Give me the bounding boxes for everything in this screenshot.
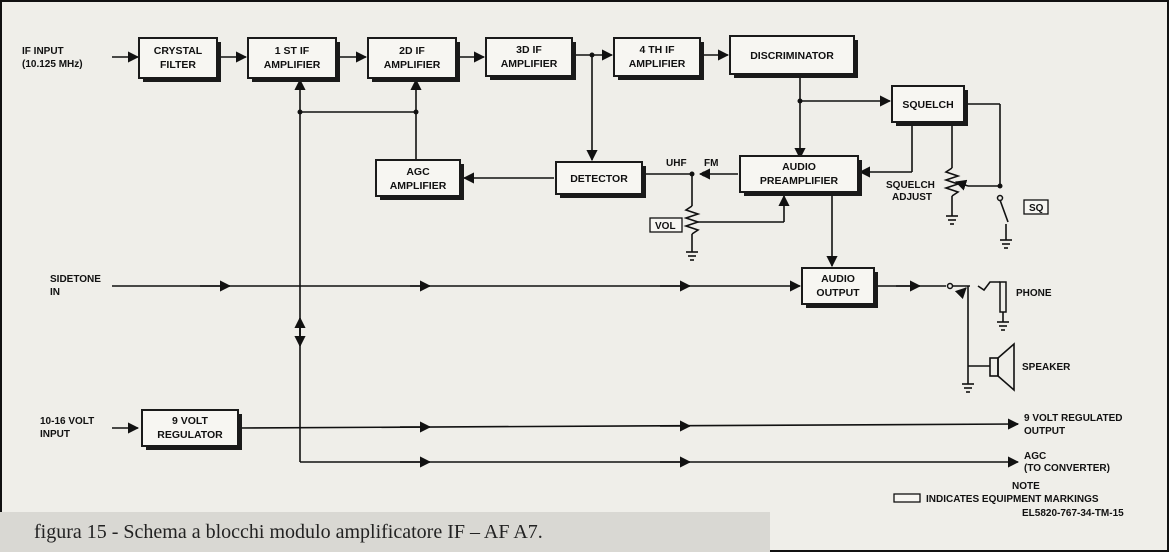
svg-text:AMPLIFIER: AMPLIFIER [501,58,558,70]
svg-text:1 ST IF: 1 ST IF [275,45,310,57]
svg-text:DISCRIMINATOR: DISCRIMINATOR [750,50,834,62]
svg-text:FILTER: FILTER [160,59,196,71]
sq-label: SQ [1029,203,1044,214]
svg-text:AMPLIFIER: AMPLIFIER [384,59,441,71]
svg-text:AMPLIFIER: AMPLIFIER [390,180,447,192]
svg-text:DETECTOR: DETECTOR [570,173,628,185]
crystal-filter-block: CRYSTAL FILTER [138,37,221,82]
svg-text:REGULATOR: REGULATOR [157,429,223,441]
agc-output-label: AGC [1024,451,1046,462]
volt-input-label: 10-16 VOLT [40,416,94,427]
marking-legend-box [893,493,921,503]
figure-caption-band: figura 15 - Schema a blocchi modulo ampl… [0,512,770,552]
svg-text:AMPLIFIER: AMPLIFIER [264,59,321,71]
svg-text:AUDIO: AUDIO [821,273,855,285]
svg-text:AMPLIFIER: AMPLIFIER [629,58,686,70]
if-amplifier-3-block: 3D IF AMPLIFIER [485,37,576,80]
svg-text:AGC: AGC [406,166,430,178]
sidetone-in-label: IN [50,287,60,298]
svg-text:SQUELCH: SQUELCH [902,99,953,111]
squelch-adjust-sub-label: ADJUST [892,192,932,203]
speaker-label: SPEAKER [1022,362,1071,373]
if-input-frequency: (10.125 MHz) [22,59,83,70]
if-input-label: IF INPUT [22,46,64,57]
audio-preamplifier-block: AUDIO PREAMPLIFIER [739,155,862,196]
fm-label: FM [704,158,718,169]
if-amplifier-2-block: 2D IF AMPLIFIER [367,37,460,82]
regulated-output-sub-label: OUTPUT [1024,426,1065,437]
detector-block: DETECTOR [555,161,646,198]
if-amplifier-4-block: 4 TH IF AMPLIFIER [613,37,704,80]
note-label: NOTE [1012,481,1040,492]
svg-text:OUTPUT: OUTPUT [816,287,860,299]
audio-output-block: AUDIO OUTPUT [801,267,878,308]
drawing-id: EL5820-767-34-TM-15 [1022,508,1124,519]
svg-text:4 TH IF: 4 TH IF [639,44,675,56]
regulator-block: 9 VOLT REGULATOR [141,409,242,450]
agc-amplifier-block: AGC AMPLIFIER [375,159,464,200]
agc-converter-label: (TO CONVERTER) [1024,463,1110,474]
svg-text:CRYSTAL: CRYSTAL [154,45,203,57]
volt-input-sub-label: INPUT [40,429,70,440]
squelch-adjust-label: SQUELCH [886,180,935,191]
svg-text:2D IF: 2D IF [399,45,425,57]
phone-label: PHONE [1016,288,1052,299]
if-amplifier-1-block: 1 ST IF AMPLIFIER [247,37,340,82]
regulated-output-label: 9 VOLT REGULATED [1024,413,1123,424]
vol-label: VOL [655,221,676,232]
sidetone-label: SIDETONE [50,274,101,285]
vol-marking-box [649,217,683,233]
svg-text:PREAMPLIFIER: PREAMPLIFIER [760,175,839,187]
svg-text:9 VOLT: 9 VOLT [172,415,209,427]
svg-text:3D IF: 3D IF [516,44,542,56]
sq-marking-box [1023,199,1049,215]
uhf-label: UHF [666,158,687,169]
signal-wires [112,49,1020,468]
note-text: INDICATES EQUIPMENT MARKINGS [926,494,1099,505]
svg-text:AUDIO: AUDIO [782,161,816,173]
squelch-block: SQUELCH [891,85,968,126]
figure-caption: figura 15 - Schema a blocchi modulo ampl… [34,521,543,543]
discriminator-block: DISCRIMINATOR [729,35,858,78]
